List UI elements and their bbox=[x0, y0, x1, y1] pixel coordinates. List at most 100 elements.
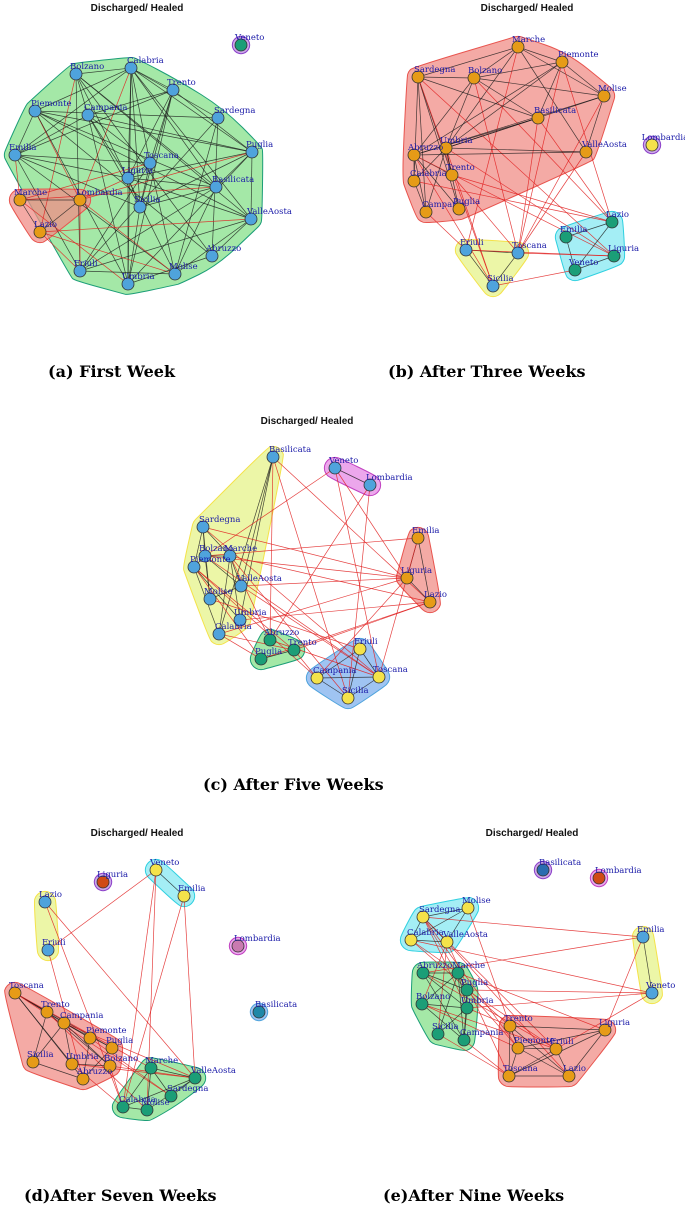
intra-community-edge bbox=[146, 1067, 152, 1111]
node-label-bolzano: Bolzano bbox=[70, 62, 104, 72]
node-toscana bbox=[372, 670, 386, 684]
node-label-toscana: Toscana bbox=[9, 981, 44, 991]
intra-community-edge bbox=[218, 555, 231, 635]
inter-community-edge bbox=[378, 537, 419, 678]
intra-community-edge bbox=[14, 154, 151, 164]
intra-community-edge bbox=[14, 114, 89, 156]
node-label-trento: Trento bbox=[446, 163, 475, 173]
intra-community-edge bbox=[417, 76, 460, 210]
node-toscana bbox=[143, 156, 157, 170]
intra-community-edge bbox=[63, 1022, 73, 1065]
intra-community-edge bbox=[421, 1003, 465, 1041]
intra-community-edge bbox=[202, 526, 231, 557]
node-trento bbox=[445, 168, 459, 182]
intra-community-edge bbox=[473, 77, 605, 97]
inter-community-edge bbox=[473, 77, 519, 254]
intra-community-edge bbox=[149, 89, 174, 164]
node-label-emilia: Emilia bbox=[637, 925, 665, 935]
inter-community-edge bbox=[204, 555, 408, 579]
node-marche bbox=[451, 966, 465, 980]
node-label-bolzano: Bolzano bbox=[416, 992, 450, 1002]
inter-community-edge bbox=[79, 151, 253, 201]
node-emilia bbox=[559, 230, 573, 244]
intra-community-edge bbox=[150, 1067, 196, 1079]
intra-community-edge bbox=[422, 972, 468, 991]
node-emilia bbox=[177, 889, 191, 903]
intra-community-edge bbox=[417, 76, 475, 79]
intra-community-edge bbox=[537, 61, 563, 119]
node-label-basilicata: Basilicata bbox=[539, 858, 581, 868]
node-veneto bbox=[149, 863, 163, 877]
inter-community-edge bbox=[451, 174, 613, 223]
node-veneto bbox=[234, 38, 248, 52]
inter-community-edge bbox=[561, 61, 613, 223]
community-hull-red bbox=[395, 526, 441, 614]
node-label-calabria: Calabria bbox=[215, 622, 252, 632]
intra-community-edge bbox=[34, 67, 132, 112]
intra-community-edge bbox=[437, 1007, 468, 1035]
node-label-basilicata: Basilicata bbox=[534, 106, 576, 116]
node-umbria bbox=[439, 141, 453, 155]
node-sicilia bbox=[341, 691, 355, 705]
node-sardegna bbox=[196, 520, 210, 534]
inter-community-edge bbox=[193, 566, 262, 660]
intra-community-edge bbox=[139, 186, 217, 208]
intra-community-edge bbox=[32, 1011, 48, 1063]
intra-community-edge bbox=[82, 1047, 113, 1080]
node-label-campania: Campania bbox=[60, 1011, 103, 1021]
node-abruzzo bbox=[416, 966, 430, 980]
node-piemonte bbox=[555, 55, 569, 69]
node-basilicata bbox=[531, 111, 545, 125]
node-label-marche: Marche bbox=[145, 1056, 178, 1066]
intra-community-edge bbox=[75, 73, 81, 272]
intra-community-edge bbox=[75, 73, 89, 116]
node-label-basilicata: Basilicata bbox=[212, 175, 254, 185]
intra-community-edge bbox=[127, 177, 252, 220]
node-label-abruzzo: Abruzzo bbox=[205, 244, 241, 254]
node-label-bolzano: Bolzano bbox=[104, 1054, 138, 1064]
node-label-puglia: Puglia bbox=[453, 197, 480, 207]
intra-community-edge bbox=[334, 467, 371, 486]
node-label-sardegna: Sardegna bbox=[214, 106, 255, 116]
intra-community-edge bbox=[517, 46, 587, 153]
node-label-sicilia: Sicilia bbox=[134, 195, 161, 205]
node-bolzano bbox=[69, 67, 83, 81]
inter-community-edge bbox=[347, 484, 371, 699]
node-label-piemonte: Piemonte bbox=[190, 555, 231, 565]
node-lombardia bbox=[592, 871, 606, 885]
inter-community-edge bbox=[19, 186, 217, 201]
community-hull-blue bbox=[305, 637, 391, 710]
node-label-valleaosta: ValleAosta bbox=[442, 930, 488, 940]
intra-community-edge bbox=[79, 218, 252, 272]
inter-community-edge bbox=[89, 1037, 172, 1097]
inter-community-edge bbox=[39, 231, 176, 275]
node-trento bbox=[287, 643, 301, 657]
node-label-trento: Trento bbox=[288, 638, 317, 648]
inter-community-edge bbox=[39, 218, 252, 233]
node-lombardia bbox=[645, 138, 659, 152]
intra-community-edge bbox=[79, 186, 217, 272]
inter-community-edge bbox=[517, 252, 615, 257]
intra-community-edge bbox=[87, 114, 129, 285]
intra-community-edge bbox=[34, 110, 219, 119]
panel-title: Discharged/ Healed bbox=[91, 828, 184, 839]
node-piemonte bbox=[187, 560, 201, 574]
inter-community-edge bbox=[334, 467, 408, 579]
node-abruzzo bbox=[205, 249, 219, 263]
node-label-umbria: Umbria bbox=[440, 136, 473, 146]
node-bolzano bbox=[415, 997, 429, 1011]
node-label-veneto: Veneto bbox=[568, 258, 598, 268]
node-calabria bbox=[116, 1100, 130, 1114]
inter-community-edge bbox=[517, 61, 563, 254]
node-veneto bbox=[568, 263, 582, 277]
inter-community-edge bbox=[202, 526, 408, 579]
inter-community-edge bbox=[517, 117, 539, 254]
node-label-calabria: Calabria bbox=[119, 1095, 156, 1105]
inter-community-edge bbox=[445, 147, 615, 257]
intra-community-edge bbox=[413, 151, 587, 156]
node-molise bbox=[140, 1103, 154, 1117]
node-puglia bbox=[105, 1041, 119, 1055]
intra-community-edge bbox=[316, 648, 361, 679]
community-hull-green bbox=[111, 1057, 207, 1122]
node-label-friuli: Friuli bbox=[550, 1037, 574, 1047]
